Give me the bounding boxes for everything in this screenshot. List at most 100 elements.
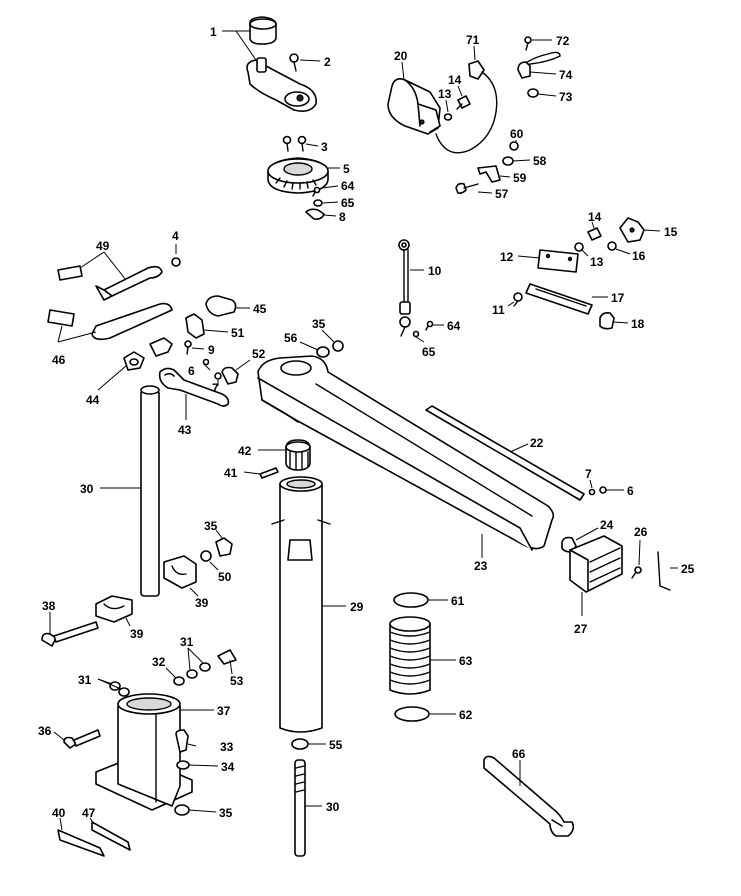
part-20-switch-housing (387, 78, 441, 135)
part-29-column-tube (271, 476, 331, 733)
callout-5: 5 (343, 162, 350, 176)
callout-52: 52 (252, 347, 266, 361)
part-3-screws (282, 135, 307, 152)
parts-50-35-nuts (200, 537, 233, 562)
part-66-wrench (483, 755, 575, 837)
callout-66: 66 (512, 747, 526, 761)
callout-58: 58 (533, 154, 547, 168)
callout-32: 32 (152, 655, 166, 669)
callout-64-top: 64 (341, 179, 355, 193)
callout-59: 59 (513, 171, 527, 185)
callout-30-screw: 30 (326, 800, 340, 814)
part-39-clamp-upper (163, 555, 197, 589)
part-5-miter-scale-ring (267, 157, 329, 194)
parts-40-47-shims (57, 821, 131, 857)
parts-64-65-cable-hardware (412, 320, 434, 338)
part-46-hex-wrench (47, 302, 173, 341)
part-12-plate (537, 249, 579, 273)
callout-53: 53 (230, 674, 244, 688)
part-49-hex-wrench (57, 265, 163, 301)
callout-60: 60 (510, 127, 524, 141)
callout-27: 27 (574, 622, 588, 636)
callout-16: 16 (632, 249, 646, 263)
callout-46: 46 (52, 353, 66, 367)
callout-71: 71 (466, 33, 480, 47)
parts-31-32-53-hardware (109, 649, 237, 697)
callout-14-track: 14 (588, 210, 602, 224)
callout-3: 3 (321, 140, 328, 154)
part-62-clamp-ring-lower (394, 706, 430, 722)
parts-57-58-59-60-clamp (455, 141, 519, 194)
part-17-rail (525, 283, 593, 315)
part-23-radial-arm (257, 355, 555, 551)
callout-39-upper: 39 (195, 596, 209, 610)
part-63-bellows (389, 616, 431, 695)
callout-22: 22 (530, 436, 544, 450)
callout-42: 42 (238, 444, 252, 458)
part-61-clamp-ring-upper (393, 592, 429, 608)
part-1-handle-knob (246, 16, 317, 112)
parts-33-34-35-base-hardware (174, 729, 190, 816)
part-30-elevating-screw (294, 759, 306, 857)
callout-2: 2 (324, 55, 331, 69)
parts-7-6-small (588, 486, 607, 496)
callout-20: 20 (394, 49, 408, 63)
callout-15: 15 (664, 225, 678, 239)
callout-10: 10 (428, 264, 442, 278)
part-71-strain-relief (468, 60, 485, 80)
callout-11: 11 (492, 303, 505, 317)
callout-31-right: 31 (180, 635, 194, 649)
callout-25: 25 (681, 562, 695, 576)
callout-65-top: 65 (341, 196, 355, 210)
callout-8: 8 (339, 210, 346, 224)
callout-65-cable: 65 (422, 345, 436, 359)
callout-13-upper: 13 (438, 87, 452, 101)
parts-11-18 (513, 292, 615, 330)
callout-35-clamp: 35 (204, 519, 218, 533)
parts-14-15-16-knob (574, 217, 645, 252)
part-44-nut (123, 351, 145, 371)
part-10-cable (398, 239, 411, 337)
callout-40: 40 (52, 806, 66, 820)
callout-62: 62 (459, 708, 473, 722)
callout-74: 74 (559, 68, 573, 82)
callout-7-left: 7 (212, 381, 219, 395)
callout-45: 45 (253, 302, 267, 316)
part-30-tube-left (140, 385, 160, 597)
callout-55: 55 (329, 738, 343, 752)
callout-13-track: 13 (590, 255, 604, 269)
callout-36: 36 (38, 724, 52, 738)
part-38-bolt (41, 621, 99, 647)
callout-1: 1 (210, 25, 217, 39)
parts-25-26-screw-and-wrench (631, 551, 671, 591)
callout-26: 26 (634, 525, 648, 539)
callout-39-lower: 39 (130, 627, 144, 641)
callout-50: 50 (218, 570, 232, 584)
callout-29: 29 (350, 600, 364, 614)
callout-14-upper: 14 (448, 73, 462, 87)
callout-56: 56 (284, 331, 298, 345)
callout-51: 51 (231, 326, 245, 340)
callout-4: 4 (172, 229, 179, 243)
callout-30-tube: 30 (80, 482, 94, 496)
callout-44: 44 (86, 393, 100, 407)
parts-45-51-9-lock-pins (149, 295, 237, 357)
callout-24: 24 (600, 518, 614, 532)
part-55-nut (291, 738, 309, 750)
callout-9: 9 (208, 343, 215, 357)
callout-6-left: 6 (188, 364, 195, 378)
callout-35-base: 35 (219, 806, 233, 820)
cord-and-parts-72-74 (435, 36, 561, 154)
callout-37: 37 (217, 704, 231, 718)
part-36-bolt (63, 729, 101, 749)
parts-52-6-7-small (202, 358, 239, 385)
callout-73: 73 (559, 90, 573, 104)
part-42-knob (285, 439, 311, 471)
part-27-end-cap (569, 535, 623, 593)
callout-33: 33 (220, 740, 234, 754)
callout-6-right: 6 (627, 484, 634, 498)
callout-63: 63 (459, 654, 473, 668)
parts-56-35-nuts (316, 340, 344, 358)
callout-31-left: 31 (78, 673, 92, 687)
